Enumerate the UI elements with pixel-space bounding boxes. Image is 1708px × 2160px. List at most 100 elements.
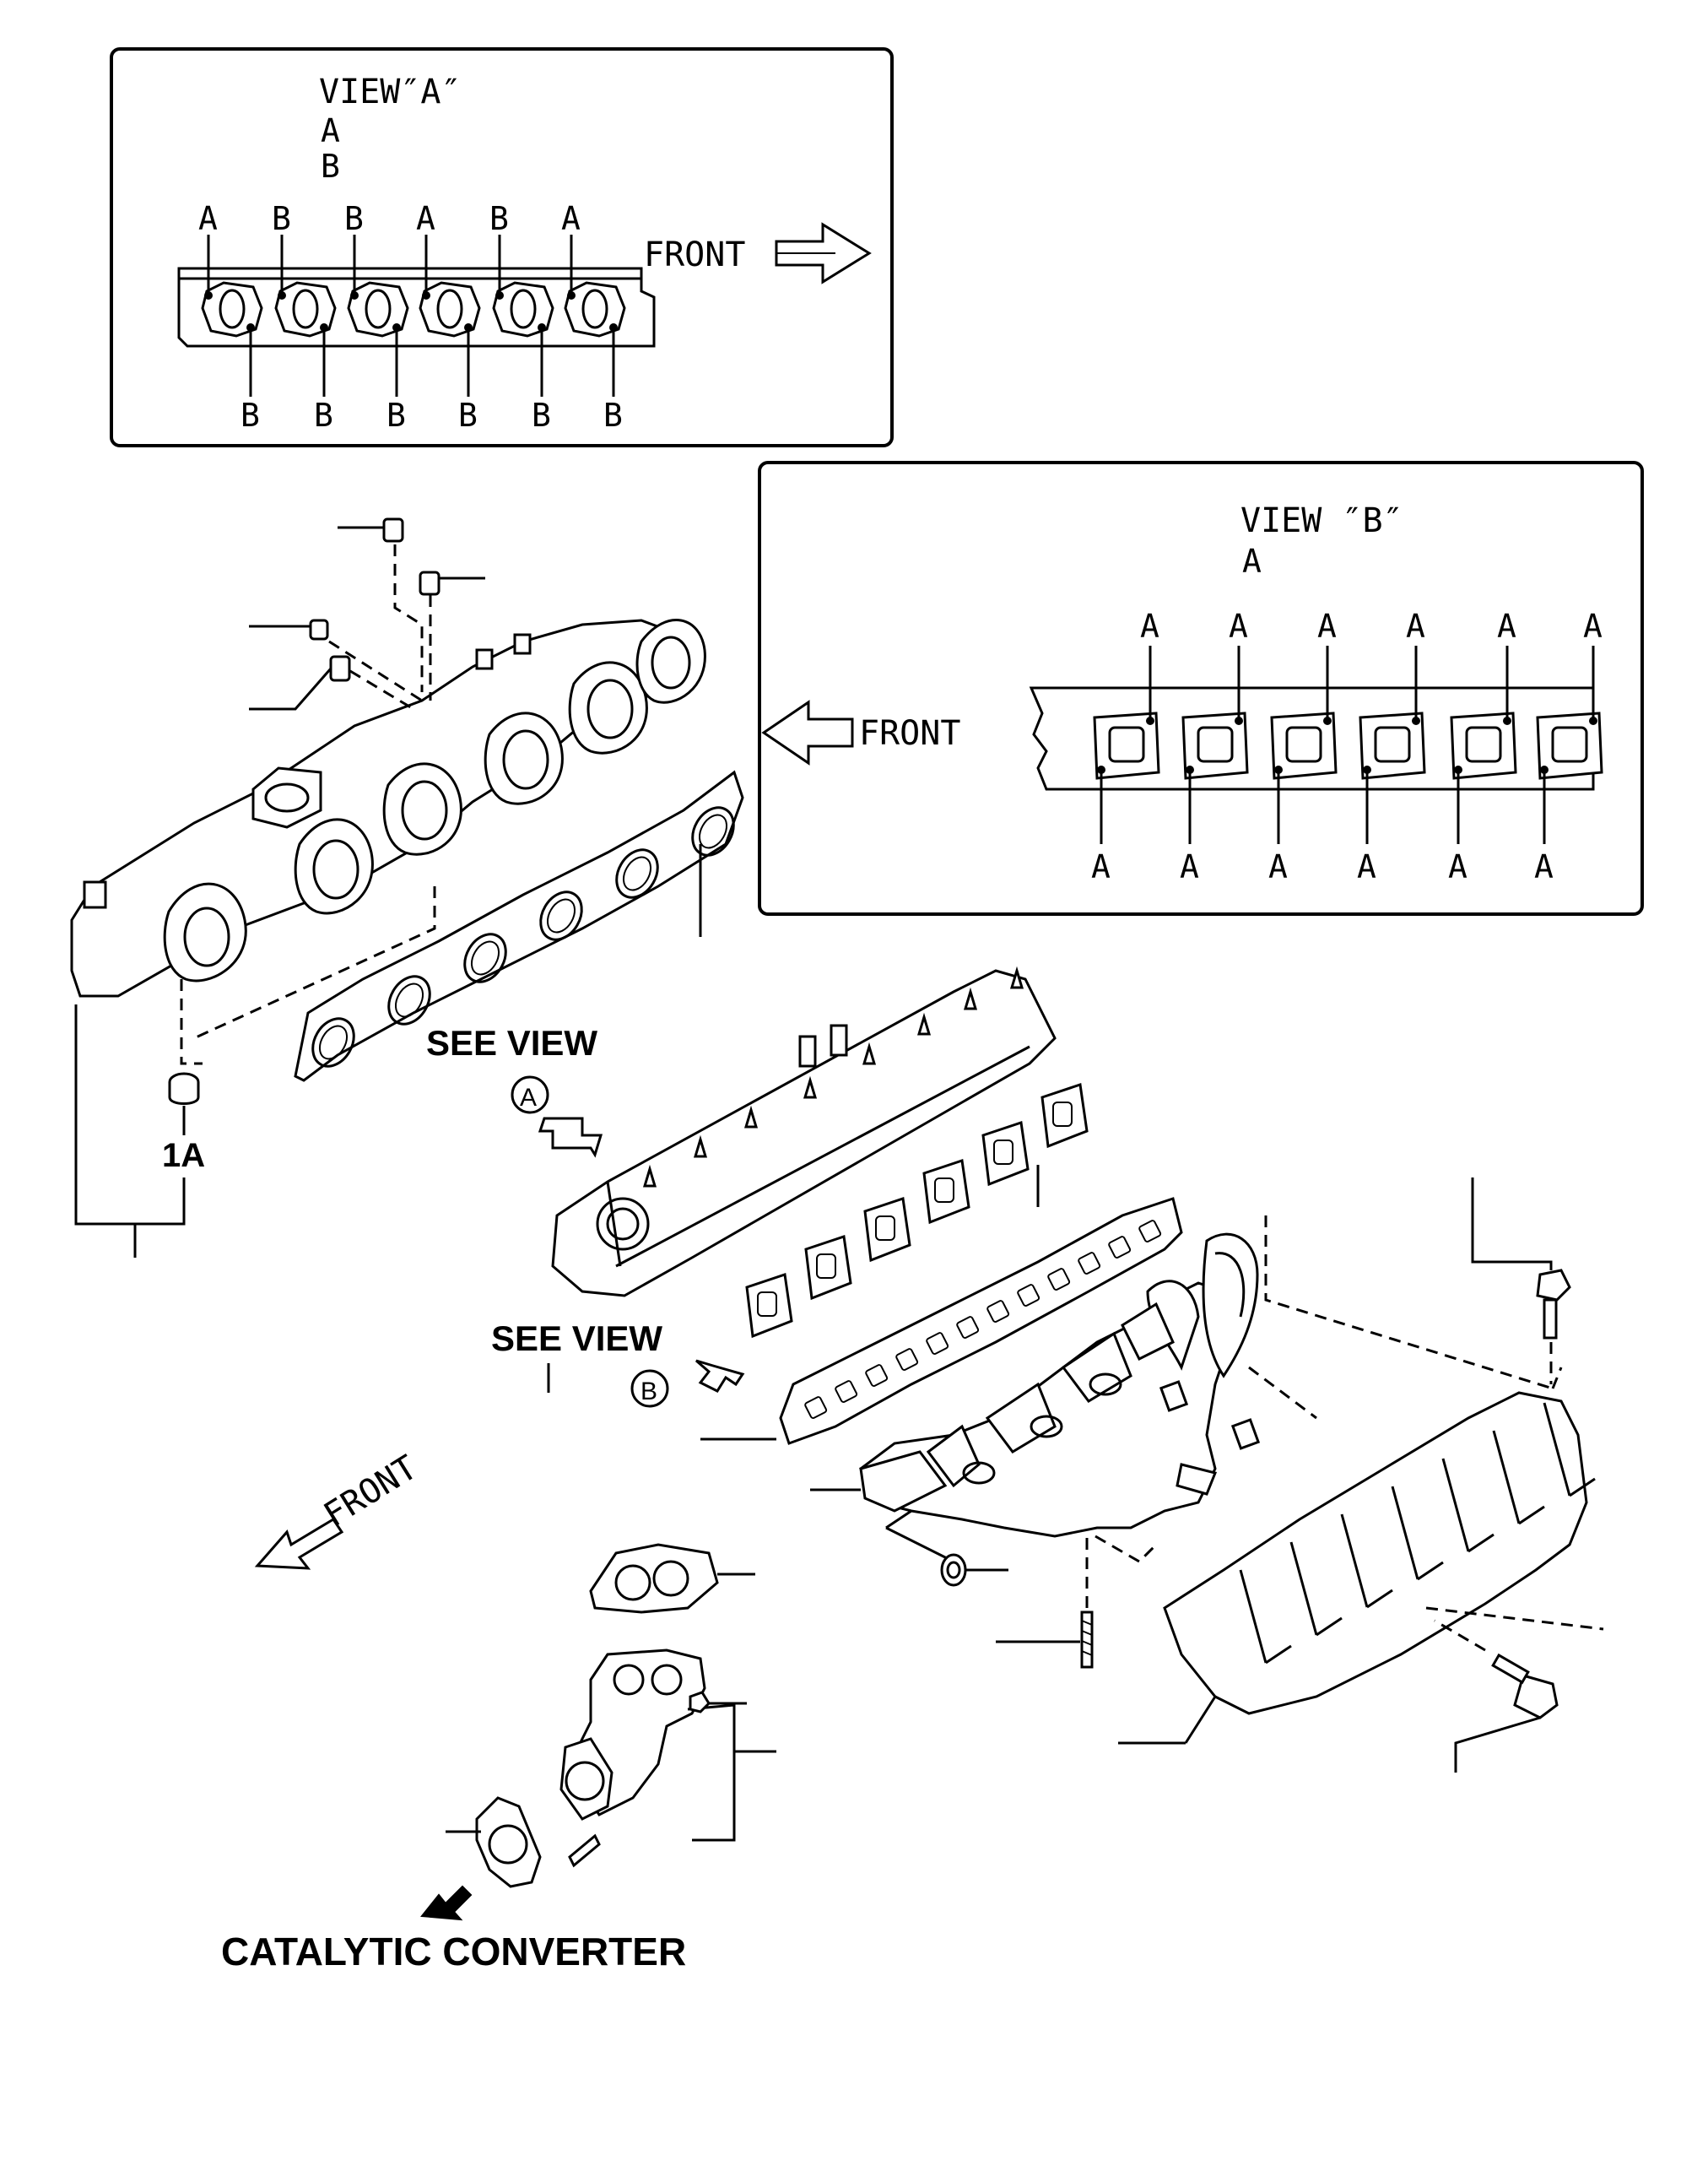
- view-a-pointer-arrow: [538, 1117, 603, 1158]
- intake-manifold: [70, 619, 706, 998]
- view-a-front-arrow: [775, 222, 872, 284]
- view-b-title: VIEW ″B″: [1240, 501, 1403, 540]
- view-b-top-label: A: [1140, 608, 1159, 645]
- intake-gasket-port: [615, 848, 659, 899]
- view-a-marker: A: [511, 1075, 549, 1114]
- strip-port: [986, 1300, 1010, 1323]
- view-b-port: AA: [1534, 608, 1603, 885]
- exhaust-port-gasket: [863, 1197, 911, 1263]
- view-b-top-label: A: [1317, 608, 1337, 645]
- exhaust-manifold: [810, 1232, 1261, 1563]
- strip-port: [895, 1348, 919, 1371]
- view-b-port: AA: [1268, 608, 1338, 885]
- catalytic-converter-arrow: [420, 1885, 473, 1921]
- view-b-front-label: FRONT: [859, 714, 960, 753]
- converter-bolt: [568, 1833, 601, 1868]
- view-a-bottom-label: B: [314, 397, 333, 434]
- converter-gasket: [446, 1796, 542, 1888]
- view-b-pointer-arrow: [695, 1359, 745, 1393]
- view-a-top-label: A: [416, 200, 435, 237]
- intake-gasket-port: [387, 975, 431, 1026]
- view-b-bottom-label: A: [1180, 848, 1199, 885]
- intake-gasket: [294, 770, 744, 1082]
- view-b-marker: B: [630, 1369, 669, 1408]
- strip-port: [804, 1396, 828, 1419]
- part-1a: 1A: [74, 1004, 205, 1258]
- view-a-port: AB: [416, 200, 481, 434]
- shield-stud: [743, 1105, 759, 1129]
- strip-port: [835, 1380, 858, 1403]
- view-a-port: BB: [272, 200, 337, 434]
- strip-ports: [804, 1220, 1162, 1419]
- strip-port: [1138, 1220, 1162, 1242]
- view-a-top-label: A: [561, 200, 581, 237]
- view-b-bottom-label: A: [1091, 848, 1111, 885]
- view-a-front-label: FRONT: [644, 235, 745, 274]
- view-b-port: AA: [1091, 608, 1160, 885]
- strip-port: [926, 1332, 949, 1355]
- view-a-top-label: B: [489, 200, 509, 237]
- strip-port: [956, 1316, 980, 1339]
- shield-bolt-bottom: [1434, 1619, 1559, 1773]
- lower-heat-shield: [1118, 1391, 1596, 1745]
- view-b-port: AA: [1448, 608, 1517, 885]
- view-b-top-label: A: [1229, 608, 1248, 645]
- intake-gasket-port: [463, 933, 507, 983]
- shield-stud: [916, 1012, 932, 1036]
- view-a-title: VIEW″A″: [319, 73, 462, 111]
- outlet-pipe: [559, 1648, 776, 1842]
- shield-stud: [963, 987, 978, 1010]
- exhaust-port-gasket: [745, 1273, 793, 1339]
- catalytic-converter-label: CATALYTIC CONVERTER: [221, 1930, 686, 1973]
- view-b-front-arrow: [761, 700, 854, 766]
- view-a-top-label: A: [198, 200, 218, 237]
- view-a-marker-letter: A: [520, 1084, 537, 1112]
- exhaust-port-gasket: [804, 1235, 852, 1301]
- intake-gasket-ports: [311, 806, 735, 1068]
- view-a-bottom-label: B: [532, 397, 551, 434]
- shield-stud: [642, 1164, 657, 1188]
- view-b-top-label: A: [1497, 608, 1516, 645]
- shield-rib: [1441, 1458, 1470, 1552]
- strip-port: [1078, 1252, 1101, 1275]
- shield-studs: [642, 966, 1024, 1188]
- manifold-stud: [996, 1536, 1094, 1669]
- view-a-port: BB: [489, 200, 554, 434]
- view-b-top-label: A: [1406, 608, 1425, 645]
- shield-rib: [1492, 1430, 1521, 1524]
- see-view-b-label: SEE VIEW: [491, 1318, 662, 1358]
- view-a-bottom-label: B: [241, 397, 260, 434]
- shield-rib: [1340, 1513, 1369, 1608]
- view-a-port: AB: [198, 200, 263, 434]
- view-a-port: AB: [561, 200, 626, 434]
- view-a-top-label: B: [272, 200, 291, 237]
- view-a-bottom-label: B: [603, 397, 623, 434]
- ring-gasket: [940, 1553, 1008, 1587]
- intake-gasket-port: [539, 891, 583, 941]
- view-b-bottom-label: A: [1268, 848, 1288, 885]
- view-a-port: BB: [344, 200, 409, 434]
- exhaust-port-gasket: [922, 1159, 970, 1225]
- see-view-a-label: SEE VIEW: [426, 1023, 597, 1063]
- main-front-label: FRONT: [317, 1448, 424, 1535]
- view-a-legend-a: A: [321, 112, 340, 149]
- view-b-port: AA: [1357, 608, 1426, 885]
- view-b-port: AA: [1180, 608, 1249, 885]
- intake-gasket-port: [311, 1017, 355, 1068]
- part-1a-label: 1A: [162, 1137, 205, 1174]
- intake-bolts: [249, 517, 485, 711]
- shield-stud: [1009, 966, 1024, 989]
- outlet-nut: [689, 1691, 747, 1713]
- shield-rib: [1239, 1569, 1267, 1664]
- main-front-arrow: [254, 1517, 344, 1570]
- strip-port: [1108, 1236, 1132, 1259]
- upper-heat-shield: [551, 966, 1057, 1297]
- shield-stud: [862, 1042, 877, 1065]
- view-a-bottom-label: B: [386, 397, 406, 434]
- view-b-top-label: A: [1583, 608, 1603, 645]
- outlet-gasket: [589, 1543, 755, 1614]
